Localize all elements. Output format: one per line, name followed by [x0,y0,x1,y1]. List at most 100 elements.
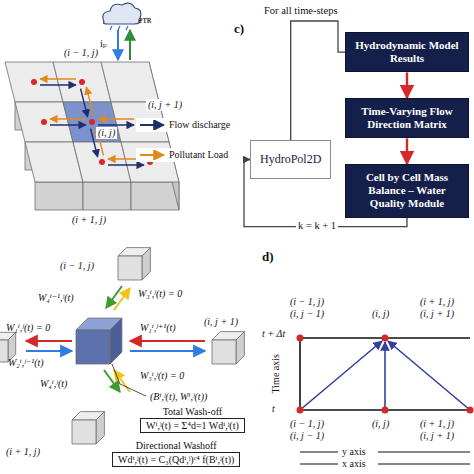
axis-lines [300,452,470,464]
cell-centre-dot [99,159,105,165]
stencil-arrows [297,335,474,414]
math-label: (i + 1, j) [420,296,454,308]
arrow [114,370,130,392]
math-label: W₄ⁱ,ʲ(t) [40,378,67,390]
math-label: (i − 1, j) [62,47,100,59]
arrow [106,286,122,308]
math-label: (i, j) [96,127,117,139]
stencil-dot [382,407,389,414]
math-label: W₁ⁱ,ʲ(t) = 0 [6,322,50,334]
rain-cloud [103,3,141,24]
cube-face [110,318,122,364]
flow-arrow [91,129,98,157]
cube-face [236,332,244,364]
box-label: Cell by Cell Mass Balance – Water Qualit… [353,171,461,211]
stencil-dot [297,335,304,342]
flow-arrow [98,124,134,125]
math-label: (i − 1, j) [60,260,94,272]
legend-sample [138,150,166,160]
arrow [26,350,72,352]
box-label: Time-Varying Flow Direction Matrix [353,105,461,131]
math-label: (i, j + 1) [420,308,454,320]
math-label: eᴛʀ [138,14,152,26]
box-label: Hydrodynamic Model Results [353,39,461,65]
arrow [114,288,130,310]
formula-box: Directional WashoffWdⁱ,ʲ(t) = C₃(Qdⁱ,ʲ)ᶜ… [112,440,240,467]
axis-title: Time axis [270,354,282,393]
math-label: (i − 1, j) [290,296,324,308]
rain-arrow [117,30,119,60]
program-box: HydroPol2D [250,140,331,179]
pollutant-arrow [50,118,86,119]
math-label: (i, j + 1) [204,316,238,328]
pollutant-arrow [86,87,93,115]
cell-centre-dot [89,119,95,125]
flow-arrow [108,164,144,165]
math-label: W₄ⁱ⁻¹,ʲ(t) [38,292,74,304]
math-label: (i, j + 1) [420,430,454,442]
rain-drops [110,26,128,30]
math-label: (i, j + 1) [146,99,184,111]
math-label: W₃ⁱ,ʲ(t) = 0 [138,288,182,300]
legend-text: Pollutant Load [169,149,228,161]
cube-face [101,62,159,102]
math-label: (Bⁱ,ʲ(t), Wⁱ,ʲ(t)) [150,391,207,403]
cube-face [72,420,96,444]
formula-text: Wⁱ,ʲ(t) = Σ⁴d=1 Wdⁱ,ʲ(t) [140,418,245,433]
cube-face [35,182,83,210]
flow-connector [244,160,407,227]
legend-item: Flow discharge [136,118,232,132]
cube-face [212,340,236,364]
math-label: (i + 1, j) [6,446,40,458]
stencil-dot [297,407,304,414]
flow-arrow [40,84,76,85]
cube-face [8,332,16,362]
math-label: W₁ⁱ,ʲ⁺¹(t) [140,322,176,334]
stencil-dot [382,335,389,342]
math-label: iₚ [100,38,107,50]
cube-face [83,182,131,210]
flow-connector [406,72,408,98]
edge-label: For all time-steps [262,5,340,17]
cube-face [142,248,150,280]
process-box: Time-Varying Flow Direction Matrix [345,98,469,138]
math-label: t [272,403,275,415]
formula-box: Total Wash-offWⁱ,ʲ(t) = Σ⁴d=1 Wdⁱ,ʲ(t) [140,406,245,433]
math-label: x axis [342,458,366,470]
flow-connector [291,21,345,140]
cube-face [76,330,110,364]
flow-connector [406,138,408,164]
math-label: (i, j − 1) [290,430,324,442]
math-label: y axis [342,446,366,458]
cell-centre-dot [41,119,47,125]
cell-grid [5,62,179,210]
arrow [26,340,72,342]
pollutant-arrow [40,78,76,79]
legend-text: Flow discharge [169,119,230,131]
arrow [130,350,205,352]
cube-face [96,412,104,444]
arrow [300,341,382,410]
formula-title: Total Wash-off [163,406,223,418]
pollutant-arrow [98,118,134,119]
pollutant-arrow [96,127,103,155]
box-label: HydroPol2D [260,152,321,167]
arrow [384,342,386,410]
panel-letter: d) [262,250,274,265]
cell-centre-dot [79,79,85,85]
arrow [130,340,205,342]
formula-text: Wdⁱ,ʲ(t) = C₃(Qdⁱ,ʲ)ᶜ⁴ f(Bⁱ,ʲ(t)) [112,452,240,467]
cell-centre-dot [31,79,37,85]
math-label: (i, j) [372,418,389,430]
math-label: W₂ⁱ,ʲ⁻¹(t) [8,357,44,369]
legend-sample [138,120,166,130]
cell-neighbours [0,248,244,444]
math-label: (i, j − 1) [290,308,324,320]
math-label: (i, j) [372,308,389,320]
cube-face [118,256,142,280]
leader-line [112,364,146,396]
legend: Flow dischargePollutant Load [136,118,232,178]
process-box: Cell by Cell Mass Balance – Water Qualit… [345,164,469,218]
